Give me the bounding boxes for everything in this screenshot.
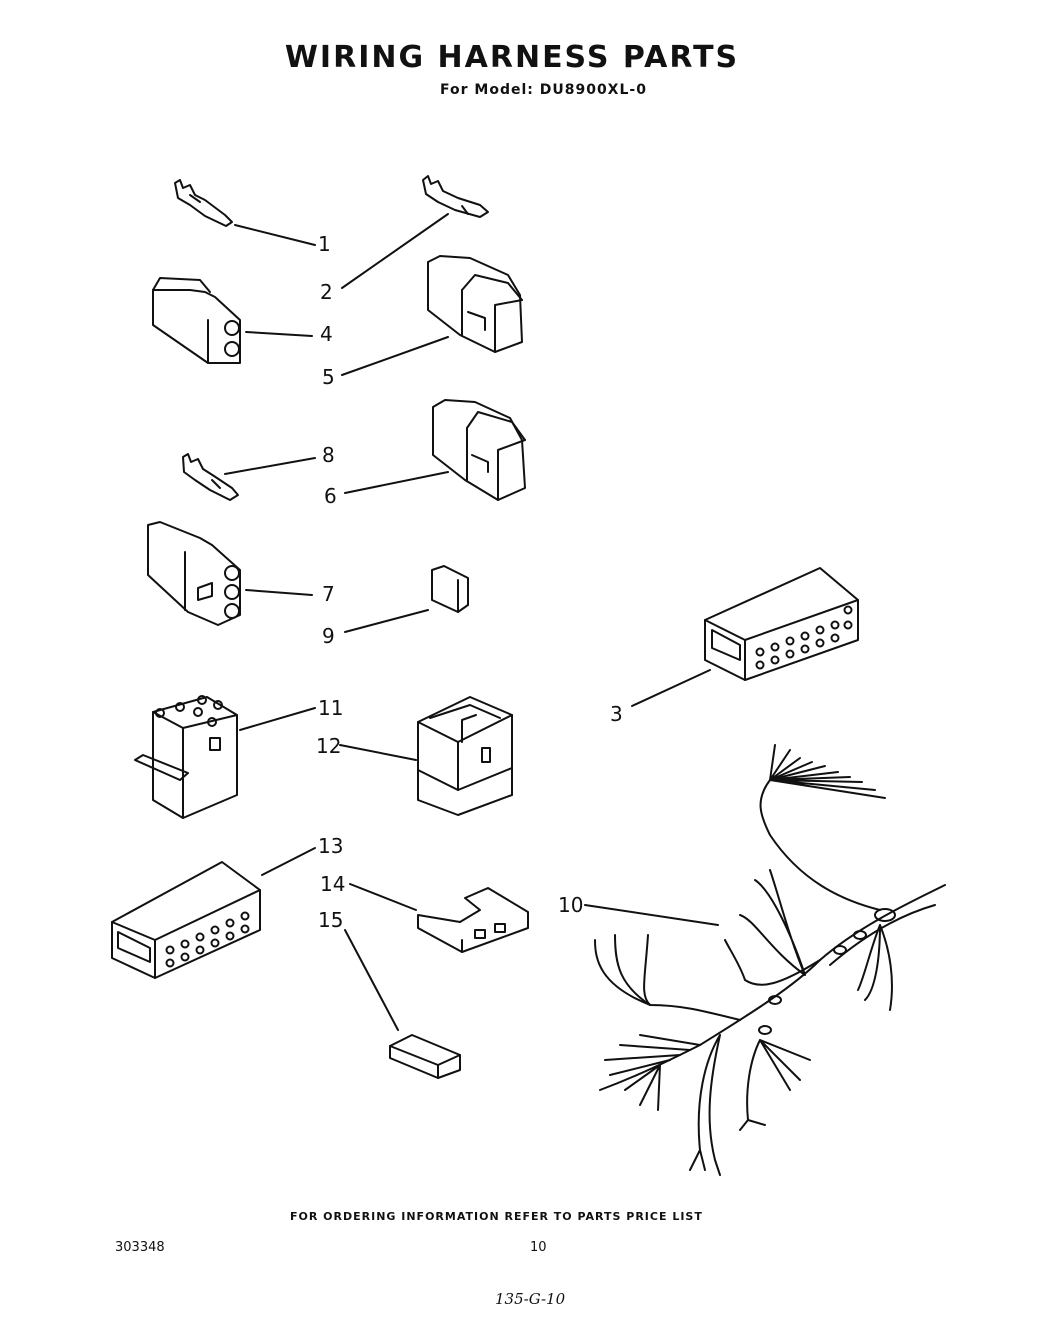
leader-9	[344, 609, 429, 633]
callout-7: 7	[322, 582, 335, 606]
part-5-housing	[427, 255, 523, 353]
leader-11	[239, 707, 316, 731]
leader-1	[234, 224, 316, 246]
callout-12: 12	[316, 734, 342, 758]
part-10-harness	[594, 744, 946, 1176]
part-14-clip	[417, 887, 529, 953]
leader-3	[631, 669, 711, 707]
page-number: 10	[530, 1240, 547, 1255]
part-13-connector	[111, 861, 261, 979]
leader-15	[344, 929, 399, 1031]
part-3-connector	[704, 567, 859, 681]
part-9-block	[431, 565, 469, 613]
callout-11: 11	[318, 696, 344, 720]
leader-10	[584, 904, 719, 926]
callout-14: 14	[320, 872, 346, 896]
callout-9: 9	[322, 624, 335, 648]
leader-2	[341, 213, 449, 289]
handwritten-code: 135-G-10	[495, 1290, 566, 1308]
part-12-block	[417, 696, 513, 816]
callout-10: 10	[558, 893, 584, 917]
leader-6	[344, 471, 449, 494]
callout-3: 3	[610, 702, 623, 726]
part-1-terminal	[174, 179, 233, 227]
callout-15: 15	[318, 908, 344, 932]
part-4-connector	[152, 277, 241, 364]
callout-8: 8	[322, 443, 335, 467]
leader-14	[349, 883, 417, 911]
document-number: 303348	[115, 1240, 165, 1255]
leader-8	[224, 457, 316, 475]
part-6-housing	[432, 399, 526, 501]
callout-4: 4	[320, 322, 333, 346]
part-8-terminal	[182, 453, 239, 501]
page-title: WIRING HARNESS PARTS	[284, 40, 740, 75]
leader-7	[245, 589, 313, 596]
callout-6: 6	[324, 484, 337, 508]
ordering-note: FOR ORDERING INFORMATION REFER TO PARTS …	[290, 1210, 703, 1223]
callout-13: 13	[318, 834, 344, 858]
callout-2: 2	[320, 280, 333, 304]
leader-4	[245, 331, 313, 337]
part-7-connector	[147, 521, 241, 626]
leader-13	[261, 847, 316, 876]
leader-12	[339, 744, 417, 761]
callout-5: 5	[322, 365, 335, 389]
leader-5	[341, 336, 449, 376]
part-11-connector	[134, 695, 238, 819]
part-15-block	[389, 1034, 461, 1079]
callout-1: 1	[318, 232, 331, 256]
model-subtitle: For Model: DU8900XL-0	[440, 82, 647, 98]
part-2-terminal	[422, 175, 489, 218]
